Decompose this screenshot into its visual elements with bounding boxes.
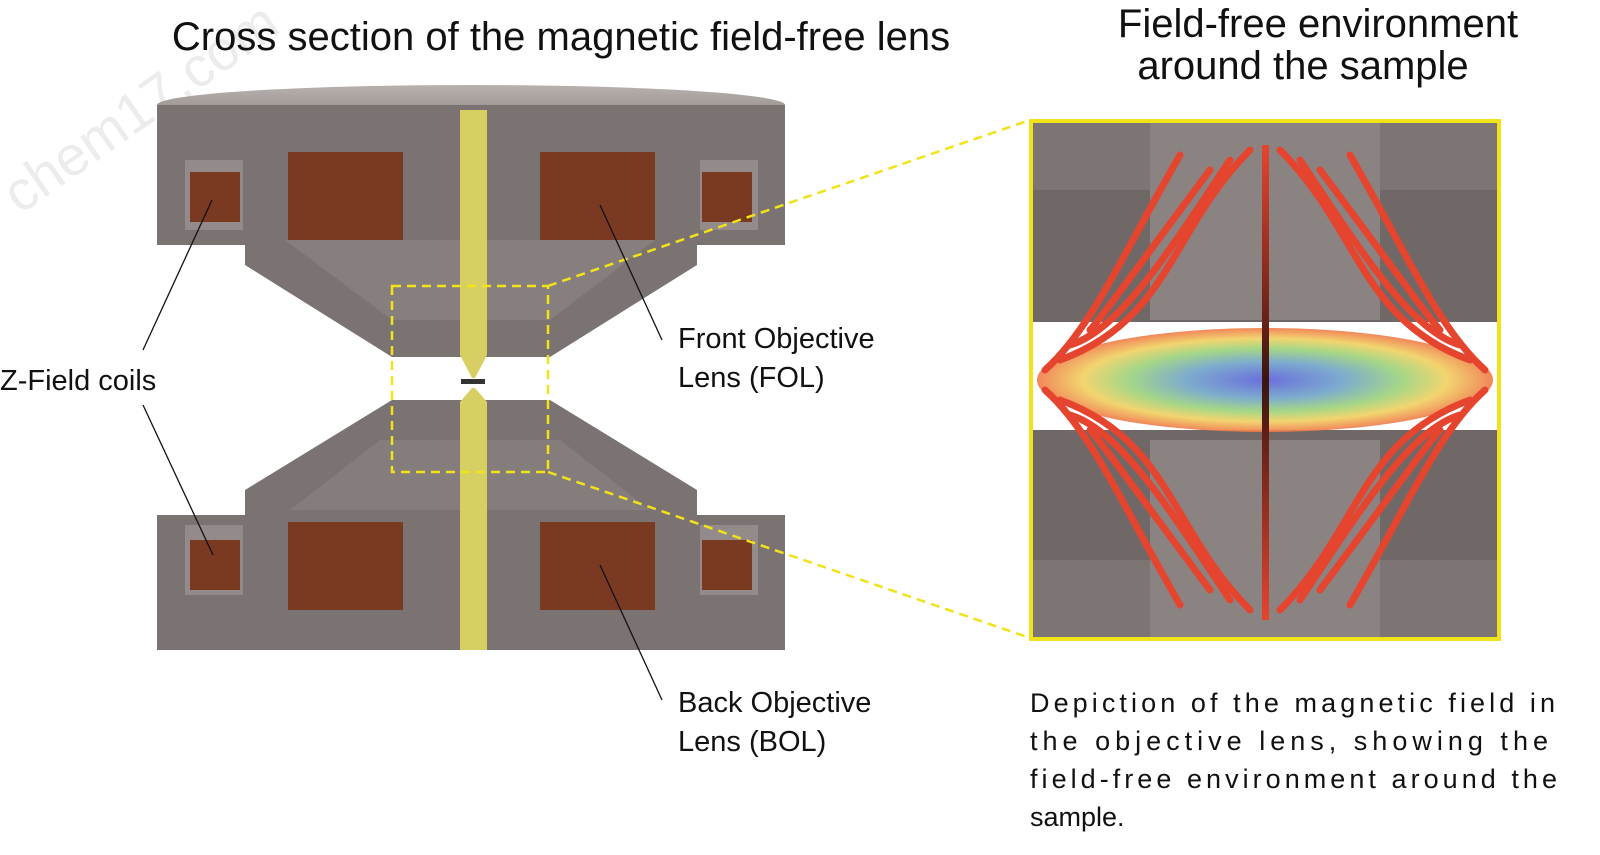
field-free-inset xyxy=(1029,119,1501,641)
caption-line: Depiction of the magnetic field in xyxy=(1030,688,1555,718)
magnetic-field-lines xyxy=(1041,146,1489,614)
fol-coil xyxy=(288,152,403,240)
inset-caption: Depiction of the magnetic field in the o… xyxy=(1030,688,1557,832)
right-title-line1: Field-free environment xyxy=(1118,2,1518,46)
z-field-coil xyxy=(190,540,240,590)
caption-line: the objective lens, showing the xyxy=(1030,726,1548,756)
z-field-coil xyxy=(702,540,752,590)
caption-line: field-free environment around the xyxy=(1030,764,1557,794)
left-title: Cross section of the magnetic field-free… xyxy=(172,15,950,59)
caption-line: sample. xyxy=(1030,802,1125,832)
sample xyxy=(461,379,485,384)
leader-lines xyxy=(142,199,663,701)
front-objective-lens xyxy=(157,85,785,357)
zoom-indicator xyxy=(390,118,1031,640)
bol-label-line1: Back Objective xyxy=(678,687,871,719)
z-field-coil xyxy=(190,172,240,222)
fol-label-line2: Lens (FOL) xyxy=(678,362,825,394)
bol-coil xyxy=(288,522,403,610)
fol-coil xyxy=(540,152,655,240)
bol-coil xyxy=(540,522,655,610)
electron-beam xyxy=(460,110,487,650)
z-field-coils-label: Z-Field coils xyxy=(0,365,156,397)
z-field-coil xyxy=(702,172,752,222)
fol-label-line1: Front Objective xyxy=(678,323,875,355)
right-title-line2: around the sample xyxy=(1137,44,1468,88)
bol-label-line2: Lens (BOL) xyxy=(678,726,826,758)
